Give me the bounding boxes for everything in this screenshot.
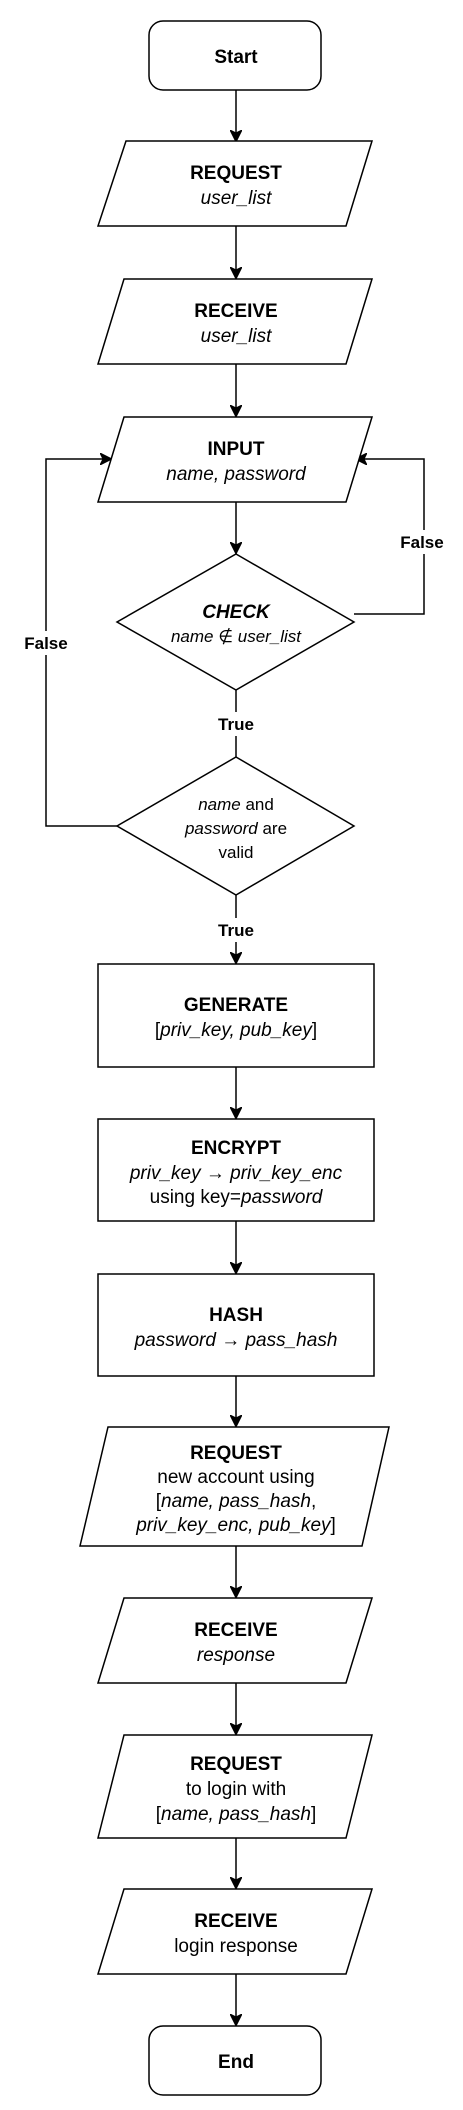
hash-title: HASH bbox=[209, 1305, 263, 1326]
receive-response-parallelogram bbox=[96, 1597, 374, 1684]
input-detail: name, password bbox=[166, 464, 307, 485]
encrypt-line3-key: password bbox=[240, 1187, 324, 1208]
receive-login-detail: login response bbox=[174, 1936, 298, 1957]
request-login-line2: to login with bbox=[186, 1779, 286, 1800]
receive-response-title: RECEIVE bbox=[194, 1620, 277, 1641]
check-detail: name ∉ user_list bbox=[171, 627, 302, 646]
node-input: INPUT name, password bbox=[96, 416, 374, 503]
valid-line2: password are bbox=[184, 819, 287, 838]
valid-true-label: True bbox=[218, 921, 254, 940]
check-true-label-bg bbox=[208, 712, 264, 736]
node-encrypt: ENCRYPT priv_key → priv_key_enc using ke… bbox=[97, 1118, 375, 1222]
generate-detail: priv_key, pub_key bbox=[159, 1020, 313, 1041]
node-hash: HASH password → pass_hash bbox=[97, 1273, 375, 1377]
valid-line3: valid bbox=[219, 843, 254, 862]
request-login-title: REQUEST bbox=[190, 1754, 282, 1775]
request-login-line3: [name, pass_hash] bbox=[156, 1804, 317, 1825]
node-request-account: REQUEST new account using [name, pass_ha… bbox=[79, 1426, 390, 1547]
request-login-l3-open: [ bbox=[156, 1804, 162, 1825]
node-generate: GENERATE [priv_key, pub_key] bbox=[97, 963, 375, 1068]
start-label: Start bbox=[214, 47, 258, 68]
request-account-parallelogram bbox=[79, 1426, 390, 1547]
request-user-list-title: REQUEST bbox=[190, 163, 282, 184]
generate-title: GENERATE bbox=[184, 995, 288, 1016]
request-account-l4-items: priv_key_enc, pub_key bbox=[135, 1515, 332, 1536]
check-title: CHECK bbox=[202, 602, 271, 623]
request-login-parallelogram bbox=[97, 1734, 373, 1839]
request-login-l3-items: name, pass_hash bbox=[161, 1804, 311, 1825]
encrypt-box bbox=[97, 1118, 375, 1222]
receive-user-list-detail: user_list bbox=[201, 326, 272, 347]
check-true-label: True bbox=[218, 715, 254, 734]
request-account-title: REQUEST bbox=[190, 1443, 282, 1464]
valid-and: and bbox=[241, 795, 274, 814]
node-request-user-list: REQUEST user_list bbox=[96, 140, 374, 227]
node-valid: name and password are valid bbox=[115, 756, 356, 896]
valid-diamond bbox=[115, 756, 356, 896]
request-account-l3-comma: , bbox=[311, 1491, 316, 1512]
request-account-l3-items: name, pass_hash bbox=[161, 1491, 311, 1512]
valid-false-label-bg bbox=[18, 631, 74, 655]
request-account-l4-close: ] bbox=[331, 1515, 336, 1536]
end-label: End bbox=[218, 2052, 254, 2073]
valid-line1: name and bbox=[198, 795, 274, 814]
receive-login-parallelogram bbox=[96, 1888, 374, 1975]
node-receive-response: RECEIVE response bbox=[96, 1597, 374, 1684]
request-account-line3: [name, pass_hash, bbox=[156, 1491, 317, 1512]
receive-user-list-title: RECEIVE bbox=[194, 301, 277, 322]
input-title: INPUT bbox=[208, 439, 265, 460]
generate-open-bracket: [ bbox=[155, 1020, 161, 1041]
generate-detail-line: [priv_key, pub_key] bbox=[155, 1020, 317, 1041]
start-terminator bbox=[148, 20, 322, 91]
node-receive-login: RECEIVE login response bbox=[96, 1888, 374, 1975]
node-check: CHECK name ∉ user_list bbox=[115, 553, 356, 691]
end-terminator bbox=[148, 2025, 322, 2096]
node-start: Start bbox=[148, 20, 322, 91]
valid-true-label-bg bbox=[208, 918, 264, 942]
request-user-list-parallelogram bbox=[96, 140, 374, 227]
check-false-label-bg bbox=[393, 530, 451, 554]
check-diamond bbox=[115, 553, 356, 691]
input-parallelogram bbox=[96, 416, 374, 503]
encrypt-line3-prefix: using key= bbox=[150, 1187, 241, 1208]
generate-box bbox=[97, 963, 375, 1068]
valid-false-label: False bbox=[24, 634, 67, 653]
receive-response-detail: response bbox=[197, 1645, 275, 1666]
encrypt-line3: using key=password bbox=[150, 1187, 324, 1208]
hash-box bbox=[97, 1273, 375, 1377]
request-user-list-detail: user_list bbox=[201, 188, 272, 209]
request-login-l3-close: ] bbox=[311, 1804, 316, 1825]
encrypt-line2: priv_key → priv_key_enc bbox=[129, 1163, 343, 1184]
receive-user-list-parallelogram bbox=[96, 278, 374, 365]
edge-labels: False False True True bbox=[18, 530, 451, 942]
node-request-login: REQUEST to login with [name, pass_hash] bbox=[97, 1734, 373, 1839]
node-receive-user-list: RECEIVE user_list bbox=[96, 278, 374, 365]
hash-detail: password → pass_hash bbox=[134, 1330, 338, 1351]
valid-are: are bbox=[258, 819, 287, 838]
valid-name: name bbox=[198, 795, 241, 814]
generate-close-bracket: ] bbox=[312, 1020, 317, 1041]
check-false-label: False bbox=[400, 533, 443, 552]
request-account-line2: new account using bbox=[157, 1467, 314, 1488]
valid-password: password bbox=[184, 819, 258, 838]
request-account-line4: priv_key_enc, pub_key] bbox=[135, 1515, 336, 1536]
request-account-l3-open: [ bbox=[156, 1491, 162, 1512]
encrypt-title: ENCRYPT bbox=[191, 1138, 281, 1159]
node-end: End bbox=[148, 2025, 322, 2096]
receive-login-title: RECEIVE bbox=[194, 1911, 277, 1932]
